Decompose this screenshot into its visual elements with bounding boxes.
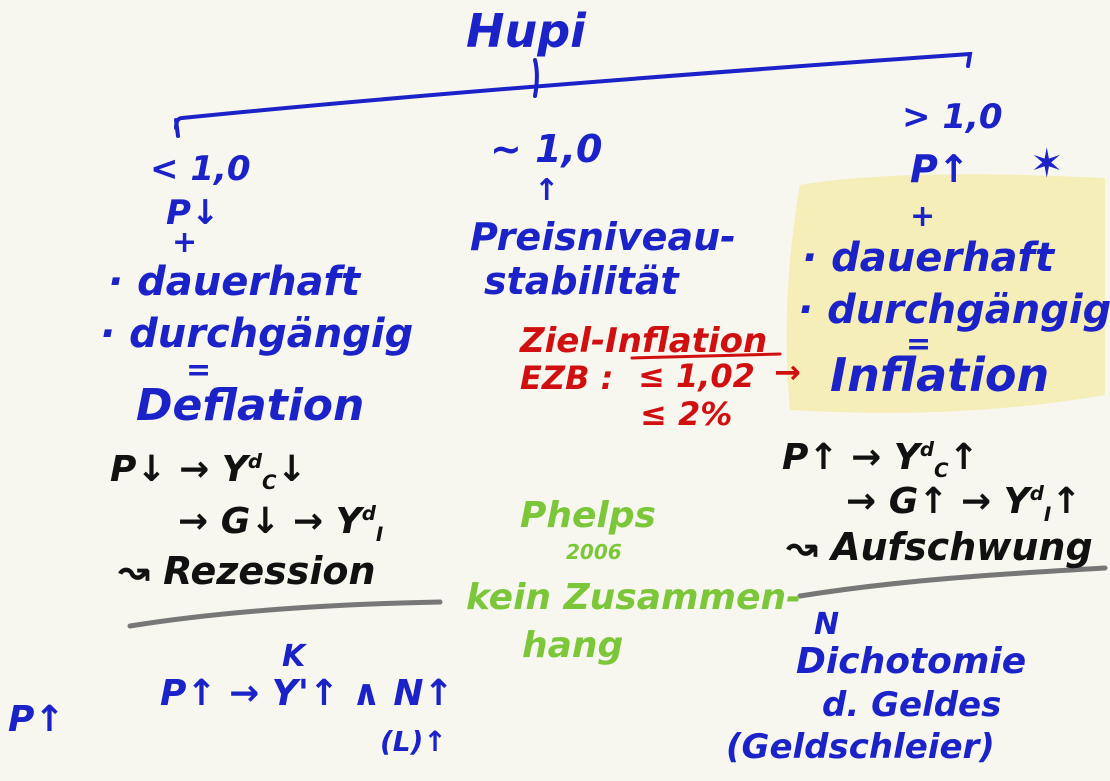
right-bottom-line-3: (Geldschleier) <box>726 727 995 767</box>
phelps-line-1: kein Zusammen- <box>466 577 802 618</box>
left-chain-line-3: ↝ Rezession <box>118 549 376 593</box>
right-plus: + <box>910 199 936 234</box>
right-result: Inflation <box>830 348 1050 402</box>
highlighter-mark <box>786 174 1105 413</box>
left-bottom-letter: K <box>282 639 306 674</box>
left-plus: + <box>172 225 198 260</box>
middle-target-line-1: Ziel-Inflation <box>520 321 768 361</box>
left-condition: < 1,0 <box>150 149 251 189</box>
left-chain-line-2: → G↓ → YdI <box>178 501 384 547</box>
phelps-year: 2006 <box>566 540 622 564</box>
left-equals: = <box>186 353 212 388</box>
middle-target-value-2: ≤ 2% <box>640 395 733 433</box>
left-item-1: · dauerhaft <box>108 259 361 305</box>
middle-arrow: ↑ <box>534 173 560 208</box>
middle-target-value-1: ≤ 1,02 <box>638 357 755 395</box>
left-bottom-formula: P↑ → Y'↑ ∧ N↑ <box>160 673 454 714</box>
right-bottom-letter: N <box>814 607 840 642</box>
tree-brace <box>174 51 973 130</box>
tree-stem <box>533 58 539 98</box>
middle-stability-line-1: Preisniveau- <box>470 215 736 259</box>
phelps-line-2: hang <box>522 625 624 666</box>
left-chain-line-1: P↓ → YdC↓ <box>110 449 307 495</box>
right-bottom-line-2: d. Geldes <box>822 685 1002 725</box>
right-chain-line-1: P↑ → YdC↑ <box>782 437 979 483</box>
right-equals: = <box>906 327 932 362</box>
right-bottom-line-1: Dichotomie <box>796 641 1027 682</box>
left-divider <box>127 599 443 629</box>
right-condition: > 1,0 <box>902 97 1003 137</box>
target-underline <box>630 352 782 360</box>
right-item-2: · durchgängig <box>798 287 1110 333</box>
right-divider <box>797 565 1108 599</box>
right-price: P↑ <box>910 147 970 191</box>
right-star-mark: ✶ <box>1030 141 1064 187</box>
left-result: Deflation <box>136 380 365 431</box>
title-hupi: Hupi <box>466 4 586 58</box>
right-chain-line-2: → G↑ → YdI↑ <box>846 481 1082 527</box>
middle-stability-line-2: stabilität <box>484 259 679 303</box>
middle-target-arrow: → <box>774 353 801 391</box>
phelps-name: Phelps <box>520 495 656 536</box>
left-branch-tick <box>174 118 180 138</box>
middle-condition: ~ 1,0 <box>490 127 603 171</box>
right-item-1: · dauerhaft <box>802 235 1055 281</box>
left-item-2: · durchgängig <box>100 311 414 357</box>
right-chain-line-3: ↝ Aufschwung <box>786 525 1093 569</box>
left-price: P↓ <box>166 193 220 233</box>
left-bottom-sub: (L)↑ <box>380 725 447 758</box>
margin-label: P↑ <box>8 699 65 740</box>
middle-target-line-2: EZB : <box>520 359 614 397</box>
